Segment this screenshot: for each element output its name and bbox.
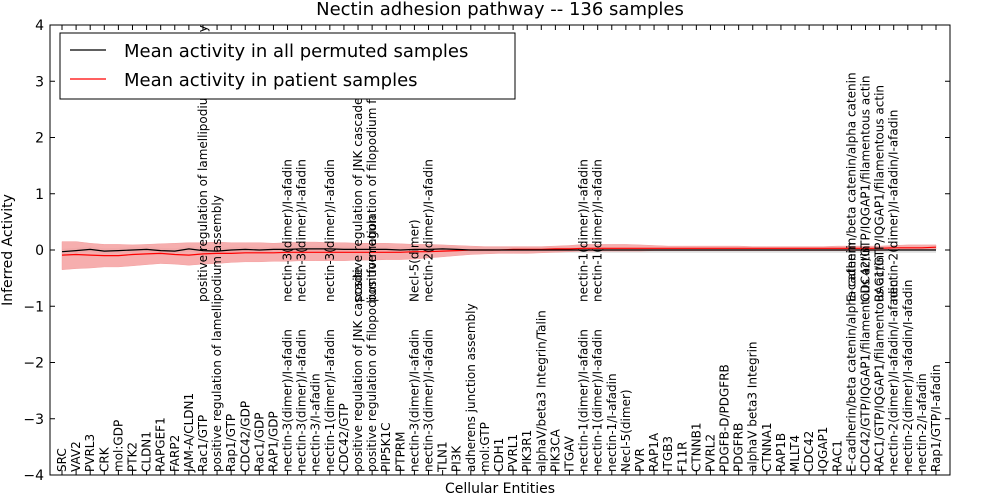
- entity-label-upper: nectin-1(dimer)/I-afadin: [591, 159, 605, 302]
- entity-label: TLN1: [436, 441, 450, 473]
- entity-label: Rac1/GTP: [196, 415, 210, 472]
- entity-label: nectin-2(dimer)/I-afadin/I-afadin: [901, 280, 915, 472]
- y-axis: 4 3 2 1 0 −1 −2 −3 −4: [23, 18, 950, 484]
- entity-label-upper: nectin-3(dimer)/I-afadin: [295, 159, 309, 302]
- entity-label: CDH1: [492, 438, 506, 472]
- y-tick-label: −2: [23, 356, 44, 372]
- entity-label: PVR: [633, 448, 647, 472]
- entity-label: JAM-A/CLDN1: [182, 393, 196, 473]
- entity-label-upper: positive regulation of JNK cascade: [351, 98, 365, 302]
- entity-label: RAP1A: [647, 432, 661, 472]
- entity-label: mol:GDP: [111, 420, 125, 472]
- entity-label-upper: nectin-3(dimer)/I-afadin: [281, 159, 295, 302]
- entity-label: PI3K: [450, 445, 464, 472]
- entity-label: PVRL1: [506, 434, 520, 472]
- entity-label: CTNNB1: [689, 422, 703, 472]
- entity-label: IQGAP1: [816, 427, 830, 472]
- y-axis-label: Inferred Activity: [0, 194, 16, 306]
- entity-label: CLDN1: [140, 431, 154, 472]
- chart-title: Nectin adhesion pathway -- 136 samples: [316, 0, 684, 20]
- entity-label: nectin-1(dimer)/I-afadin: [323, 329, 337, 472]
- y-tick-label: 4: [35, 18, 44, 34]
- legend-box: [59, 32, 516, 100]
- entity-label: Rap1/GTP/I-afadin: [929, 364, 943, 472]
- entity-label: PDGFRB: [732, 423, 746, 472]
- y-tick-label: 2: [35, 131, 44, 147]
- entity-label: F11R: [675, 441, 689, 472]
- entity-label-upper: positive regulation of filopodium format…: [365, 45, 379, 302]
- entity-label: E-cadherin/beta catenin/alpha catenin: [844, 242, 858, 472]
- legend: Mean activity in all permuted samples Me…: [59, 32, 516, 100]
- entity-label: Rap1/GTP: [224, 414, 238, 472]
- entity-label-upper: nectin-2(dimer)/I-afadin/I-afadin: [887, 110, 901, 302]
- entity-label: MLLT4: [788, 435, 802, 472]
- entity-label: positive regulation of JNK cascade: [351, 268, 365, 472]
- entity-label: RAP1/GDP: [267, 411, 281, 472]
- entity-label: PIK3CA: [548, 428, 562, 472]
- entity-label: alphaV/beta3 Integrin/Talin: [534, 310, 548, 472]
- entity-label: alphaV beta3 Integrin: [746, 341, 760, 472]
- entity-label: nectin-3(dimer)/I-afadin: [422, 329, 436, 472]
- entity-label: nectin-2/I-afadin: [915, 373, 929, 472]
- entity-label-upper: nectin-3(dimer)/I-afadin: [323, 159, 337, 302]
- entity-label: nectin-3(dimer)/I-afadin: [295, 329, 309, 472]
- series-lines: [61, 246, 937, 257]
- entity-label: CDC42/GTP/IQGAP1/filamentous actin: [859, 246, 873, 472]
- x-axis-label: Cellular Entities: [445, 481, 555, 497]
- entity-label: nectin-3/I-afadin: [309, 373, 323, 472]
- entity-label: PTPRM: [393, 432, 407, 473]
- legend-patient-label: Mean activity in patient samples: [124, 70, 418, 91]
- entity-label: RAP1B: [774, 433, 788, 472]
- entity-label: nectin-1(dimer)/I-afadin: [577, 329, 591, 472]
- entity-label: CDC42: [802, 431, 816, 472]
- entity-label: adherens junction assembly: [464, 303, 478, 472]
- entity-label: RAC1/GTP/IQGAP1/filamentous actin: [873, 255, 887, 472]
- entity-label: SRC: [55, 448, 69, 472]
- permuted-mean-line: [61, 248, 936, 253]
- entity-label: ITGB3: [661, 436, 675, 472]
- y-tick-label: −4: [23, 468, 44, 484]
- entity-label: PIP5K1C: [379, 422, 393, 472]
- entity-label: positive regulation of filopodium format…: [365, 215, 379, 472]
- legend-permuted-label: Mean activity in all permuted samples: [124, 41, 468, 62]
- entity-label: nectin-1(dimer)/I-afadin: [591, 329, 605, 472]
- entity-label: CRK: [97, 446, 111, 472]
- entity-label: PVRL3: [83, 434, 97, 472]
- entity-label: PIK3R1: [520, 430, 534, 472]
- entity-label: positive regulation of lamellipodium ass…: [210, 195, 224, 472]
- entity-label: mol:GTP: [478, 422, 492, 472]
- y-tick-label: 1: [35, 187, 44, 203]
- entity-label: nectin-3(dimer)/I-afadin: [407, 329, 421, 472]
- entity-label: CDC42/GTP: [337, 403, 351, 472]
- entity-label-upper: E-cadherin/beta catenin/alpha catenin: [844, 72, 858, 302]
- y-tick-label: −3: [23, 412, 44, 428]
- entity-label-upper: nectin-2(dimer)/I-afadin: [422, 159, 436, 302]
- y-tick-label: 3: [35, 74, 44, 90]
- entity-label: ITGAV: [563, 435, 577, 472]
- entity-label: FARP2: [168, 435, 182, 472]
- entity-label-upper: nectin-1(dimer)/I-afadin: [577, 159, 591, 302]
- entity-label: PTK2: [126, 442, 140, 472]
- entity-label: PVRL2: [704, 434, 718, 472]
- entity-label: Necl-5(dimer): [619, 389, 633, 472]
- entity-label: nectin-2(dimer)/I-afadin/I-afadin: [887, 280, 901, 472]
- entity-label: CDC42/GDP: [238, 401, 252, 472]
- entity-label-upper: CDC42/GTP/IQGAP1/filamentous actin: [859, 76, 873, 302]
- x-axis-ticks: [61, 25, 937, 475]
- entity-label-upper: RAC1/GTP/IQGAP1/filamentous actin: [873, 85, 887, 302]
- entity-label: Rac1/GDP: [252, 413, 266, 472]
- entity-label: nectin-3(dimer)/I-afadin: [281, 329, 295, 472]
- entity-label: nectin-1/I-afadin: [605, 373, 619, 472]
- entity-label: RAPGEF1: [154, 417, 168, 472]
- entity-label: VAV2: [69, 441, 83, 472]
- entity-label-upper: Necl-5(dimer): [407, 219, 421, 302]
- entity-label: CTNNA1: [760, 422, 774, 472]
- entity-label: PDGFB-D/PDGFRB: [718, 364, 732, 472]
- y-tick-label: 0: [35, 243, 44, 259]
- entity-label: RAC1: [830, 440, 844, 472]
- y-tick-label: −1: [23, 299, 44, 315]
